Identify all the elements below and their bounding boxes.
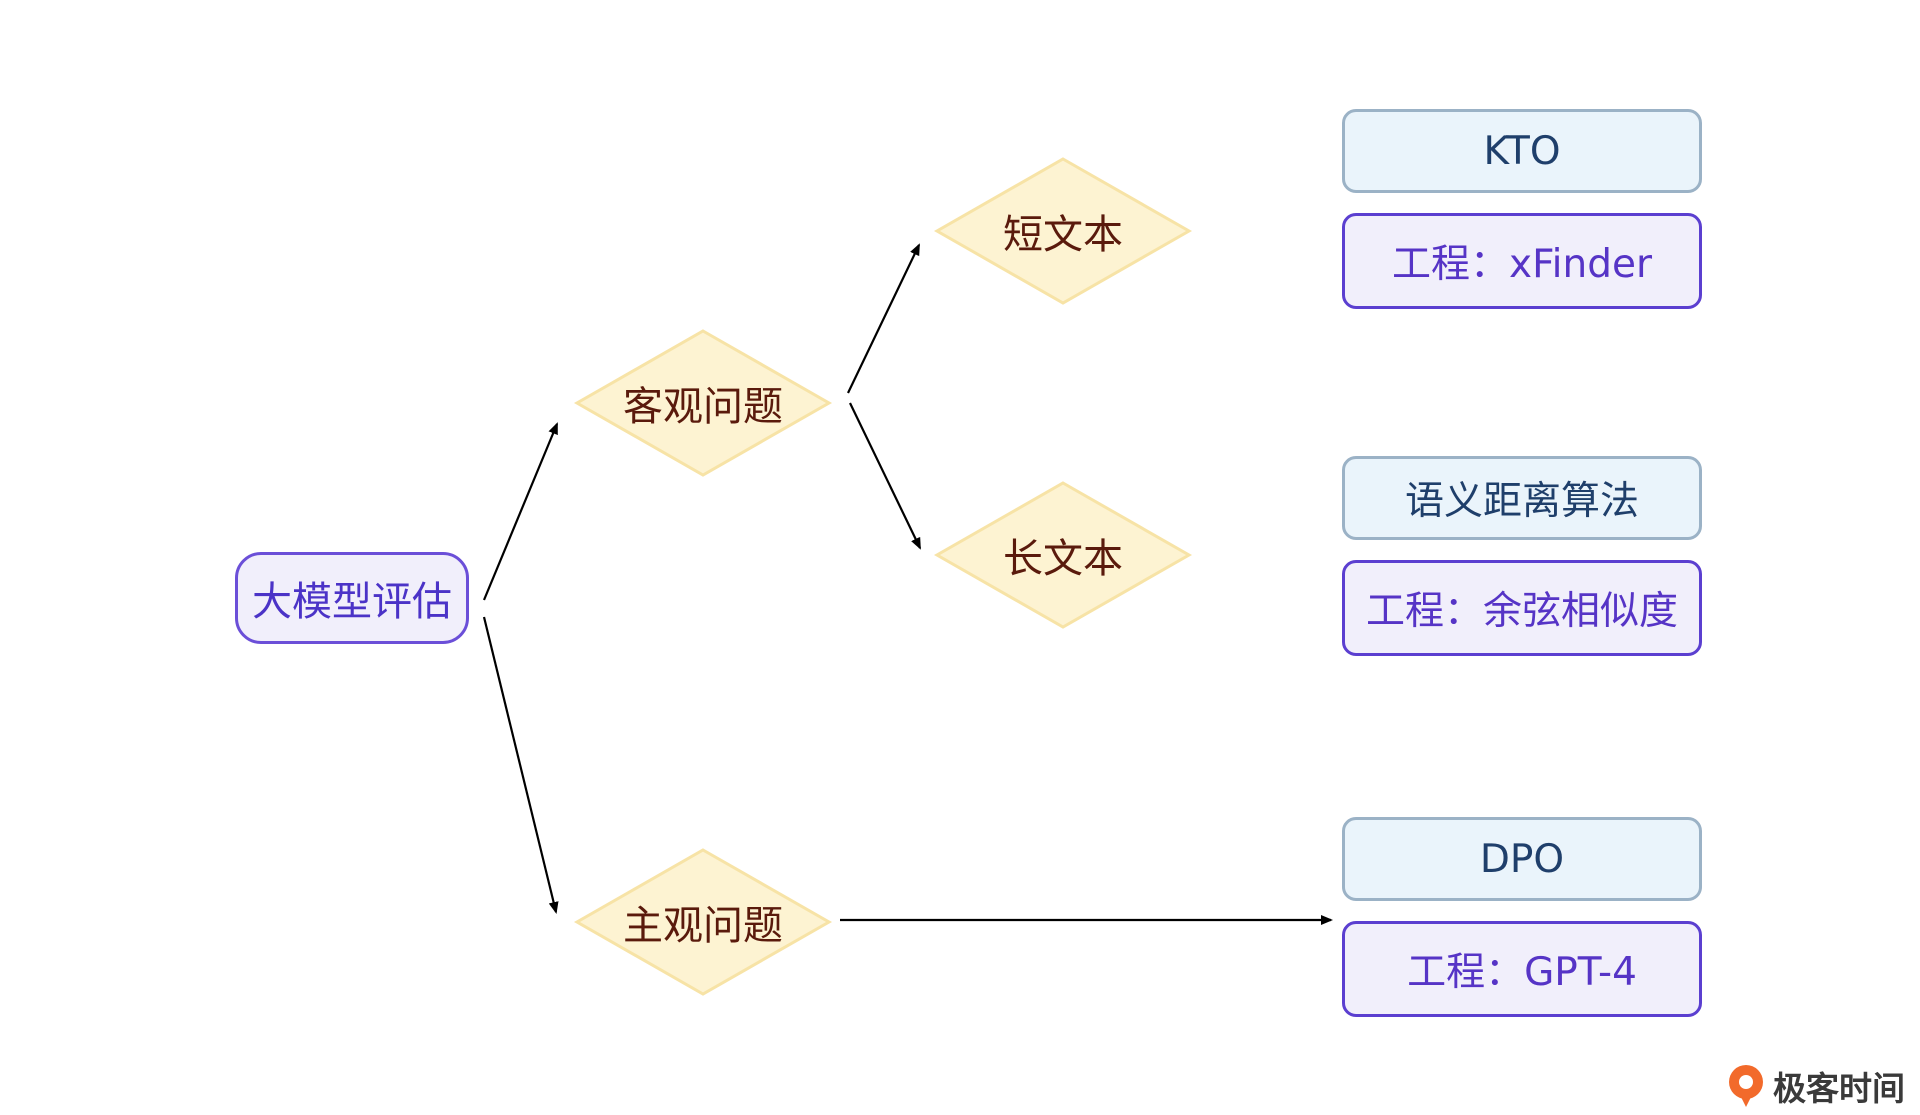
xfinder-engineering-label: 工程：xFinder [1391, 242, 1652, 287]
xfinder-engineering-box: 工程：xFinder [1342, 213, 1702, 309]
long-text-node-label: 长文本 [1003, 536, 1123, 582]
objective-node-label: 客观问题 [623, 384, 783, 430]
semantic-distance-method-label: 语义距离算法 [1404, 479, 1639, 524]
subjective-node: 主观问题 [573, 848, 833, 996]
geektime-logo-icon [1729, 1065, 1763, 1107]
objective-node: 客观问题 [573, 329, 833, 477]
root-node: 大模型评估 [235, 552, 469, 644]
edge-root-to-objective [482, 422, 559, 601]
short-text-node-label: 短文本 [1003, 212, 1123, 258]
kto-method-box: KTO [1342, 109, 1702, 193]
subjective-diamond-shape [573, 848, 833, 996]
root-node-label: 大模型评估 [252, 579, 452, 625]
cosine-similarity-engineering-label: 工程：余弦相似度 [1365, 589, 1678, 634]
kto-method-label: KTO [1483, 128, 1561, 174]
semantic-distance-method-box: 语义距离算法 [1342, 456, 1702, 540]
short-text-diamond-shape [933, 157, 1193, 305]
long-text-diamond-shape [933, 481, 1193, 629]
objective-diamond-shape [573, 329, 833, 477]
geektime-watermark: 极客时间 [1725, 1062, 1905, 1110]
edge-root-to-subjective [482, 616, 559, 914]
dpo-method-box: DPO [1342, 817, 1702, 901]
long-text-node: 长文本 [933, 481, 1193, 629]
geektime-logo-text: 极客时间 [1773, 1069, 1905, 1108]
subjective-node-label: 主观问题 [623, 903, 783, 949]
cosine-similarity-engineering-box: 工程：余弦相似度 [1342, 560, 1702, 656]
edge-objective-to-long [849, 402, 921, 550]
dpo-method-label: DPO [1479, 836, 1565, 882]
edge-objective-to-short [847, 243, 920, 394]
gpt4-engineering-box: 工程：GPT-4 [1342, 921, 1702, 1017]
short-text-node: 短文本 [933, 157, 1193, 305]
gpt4-engineering-label: 工程：GPT-4 [1407, 950, 1637, 995]
